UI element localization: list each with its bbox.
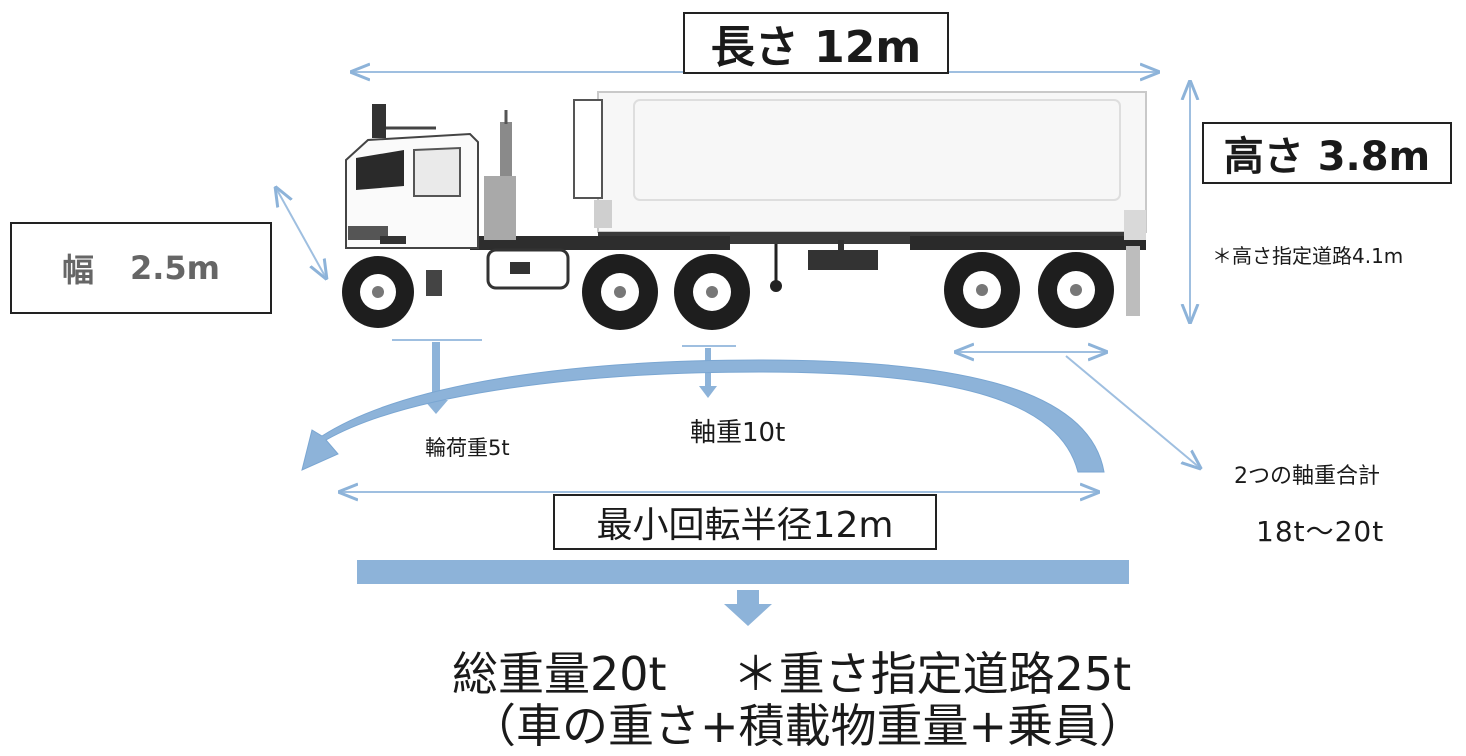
down-arrow: [724, 590, 772, 626]
trailer-box: [597, 91, 1147, 233]
front-wheel: [342, 256, 414, 328]
axle-load-label: 軸重10t: [690, 418, 786, 448]
width-dimension-arrow: [276, 188, 326, 278]
wheel-load-arrow: [424, 342, 448, 414]
trailer-wheel-2: [1038, 252, 1114, 328]
dual-axle-leader-line: [1065, 355, 1200, 468]
trailer-wheel-1: [944, 252, 1020, 328]
dual-axle-title: 2つの軸重合計: [1234, 464, 1380, 489]
dual-axle-value: 18t～20t: [1256, 515, 1385, 548]
width-label: 幅 2.5m: [10, 222, 272, 314]
truck-illustration: [342, 91, 1147, 330]
turning-arrow: [301, 359, 1105, 473]
length-label: 長さ 12m: [683, 12, 949, 74]
drive-wheel-2: [674, 254, 750, 330]
width-value: 2.5m: [129, 249, 221, 287]
length-text: 長さ 12m: [710, 22, 922, 73]
height-text: 高さ 3.8m: [1223, 134, 1431, 180]
turning-radius-text: 最小回転半径12m: [596, 505, 894, 546]
height-label: 高さ 3.8m: [1202, 122, 1452, 184]
wheel-load-label: 輪荷重5t: [425, 436, 510, 460]
weight-designated-road: ＊重さ指定道路25t: [732, 647, 1132, 701]
width-title: 幅: [61, 251, 94, 289]
drive-wheel-1: [582, 254, 658, 330]
total-weight-breakdown: （車の重さ+積載物重量+乗員）: [470, 699, 1146, 753]
total-weight-line: 総重量20t ＊重さ指定道路25t: [452, 638, 1131, 704]
turning-radius-label: 最小回転半径12m: [553, 494, 937, 550]
total-weight: 総重量20t: [452, 647, 667, 701]
summary-bar: [357, 560, 1129, 584]
height-note: ＊高さ指定道路4.1m: [1212, 244, 1404, 268]
